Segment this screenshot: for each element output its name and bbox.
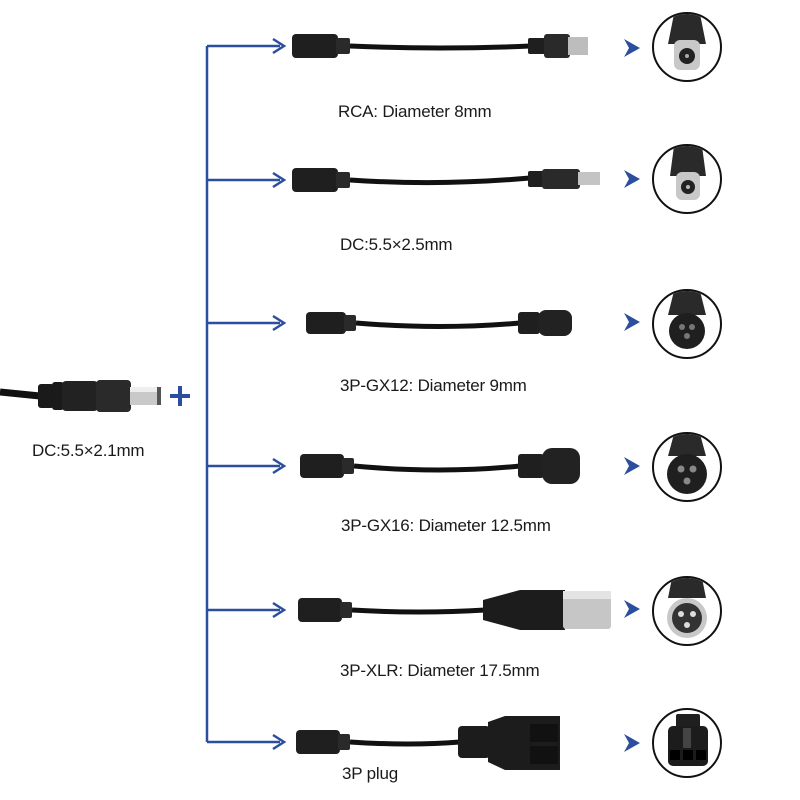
arrow-icon [272,314,287,332]
chevron-right-icon [624,457,640,475]
adapter-label-gx16: 3P-GX16: Diameter 12.5mm [341,516,551,535]
adapter-label-rca: RCA: Diameter 8mm [338,102,492,121]
arrow-icon [272,171,287,189]
source-dc-plug [0,380,161,412]
xlr-detail-icon [652,576,722,646]
rca-plug-detail-icon [652,12,722,82]
arrow-icon [272,733,287,751]
adapter-label-3p-plug: 3P plug [342,764,398,783]
gx16-detail-icon [652,432,722,502]
chevron-right-icon [624,734,640,752]
chevron-right-icon [624,313,640,331]
source-connector-label: DC:5.5×2.1mm [32,441,145,460]
adapter-cable-rca [292,34,588,58]
adapter-label-xlr: 3P-XLR: Diameter 17.5mm [340,661,540,680]
adapter-cable-xlr [298,590,611,630]
chevron-right-icon [624,600,640,618]
arrow-icon [272,457,287,475]
adapter-label-gx12: 3P-GX12: Diameter 9mm [340,376,527,395]
chevron-right-icon [624,170,640,188]
adapter-cable-3p-plug [296,716,560,770]
arrow-icon [272,601,287,619]
gx12-detail-icon [652,289,722,359]
adapter-cable-dc [292,168,600,192]
adapter-cable-gx16 [300,448,580,484]
3p-plug-detail-icon [652,708,722,778]
adapter-cable-gx12 [306,310,572,336]
arrow-icon [272,37,287,55]
dc-plug-detail-icon [652,144,722,214]
adapter-label-dc: DC:5.5×2.5mm [340,235,453,254]
chevron-right-icon [624,39,640,57]
